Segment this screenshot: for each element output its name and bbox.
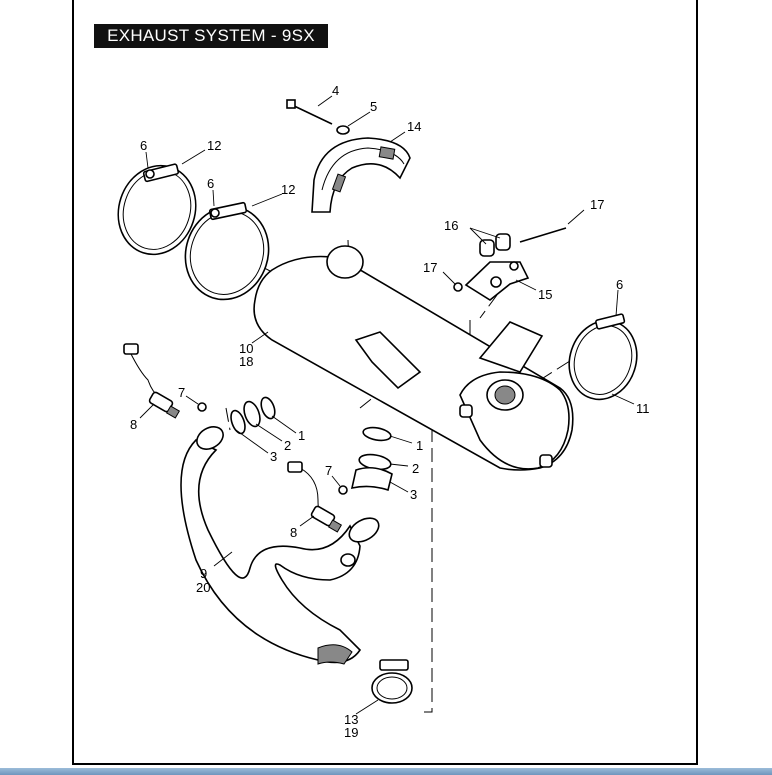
gaskets-rear <box>338 426 393 495</box>
callout-15: 15 <box>538 287 552 302</box>
gaskets-front <box>197 396 276 435</box>
callout-8-b: 8 <box>290 525 297 540</box>
diagram-title: EXHAUST SYSTEM - 9SX <box>94 24 328 48</box>
callout-1-a: 1 <box>298 428 305 443</box>
callout-3-b: 3 <box>410 487 417 502</box>
window-bottom-bar <box>0 768 772 775</box>
callout-6-b: 6 <box>207 176 214 191</box>
o2-sensor-front <box>123 343 181 419</box>
callout-2-b: 2 <box>412 461 419 476</box>
callout-17-a: 17 <box>590 197 604 212</box>
callout-12-b: 12 <box>281 182 295 197</box>
o2-sensor-rear <box>287 461 343 533</box>
callout-4: 4 <box>332 83 339 98</box>
callout-19: 19 <box>344 725 358 740</box>
headpipe-assembly <box>180 426 380 665</box>
callout-5: 5 <box>370 99 377 114</box>
callout-11: 11 <box>636 401 650 416</box>
callout-9: 9 <box>200 566 207 581</box>
callout-8-a: 8 <box>130 417 137 432</box>
leader-lines <box>139 95 635 715</box>
callout-7-b: 7 <box>325 463 332 478</box>
callout-17-b: 17 <box>423 260 437 275</box>
callout-labels: 4 5 14 6 12 6 12 16 17 17 15 6 11 10 18 … <box>130 83 650 740</box>
callout-13: 13 <box>344 712 358 727</box>
heat-shield-14 <box>286 99 411 213</box>
callout-10: 10 <box>239 341 253 356</box>
callout-16: 16 <box>444 218 458 233</box>
callout-12-a: 12 <box>207 138 221 153</box>
callout-18: 18 <box>239 354 253 369</box>
callout-6-a: 6 <box>140 138 147 153</box>
callout-14: 14 <box>407 119 421 134</box>
callout-20: 20 <box>196 580 210 595</box>
clamp-12-lower <box>184 201 270 301</box>
callout-2-a: 2 <box>284 438 291 453</box>
clamp-13 <box>371 659 413 704</box>
muffler-body <box>253 245 574 471</box>
callout-1-b: 1 <box>416 438 423 453</box>
callout-7-a: 7 <box>178 385 185 400</box>
clamp-11 <box>568 313 638 401</box>
clamp-12-upper <box>117 163 197 256</box>
callout-3-a: 3 <box>270 449 277 464</box>
callout-6-c: 6 <box>616 277 623 292</box>
mount-bracket-15 <box>453 227 567 301</box>
